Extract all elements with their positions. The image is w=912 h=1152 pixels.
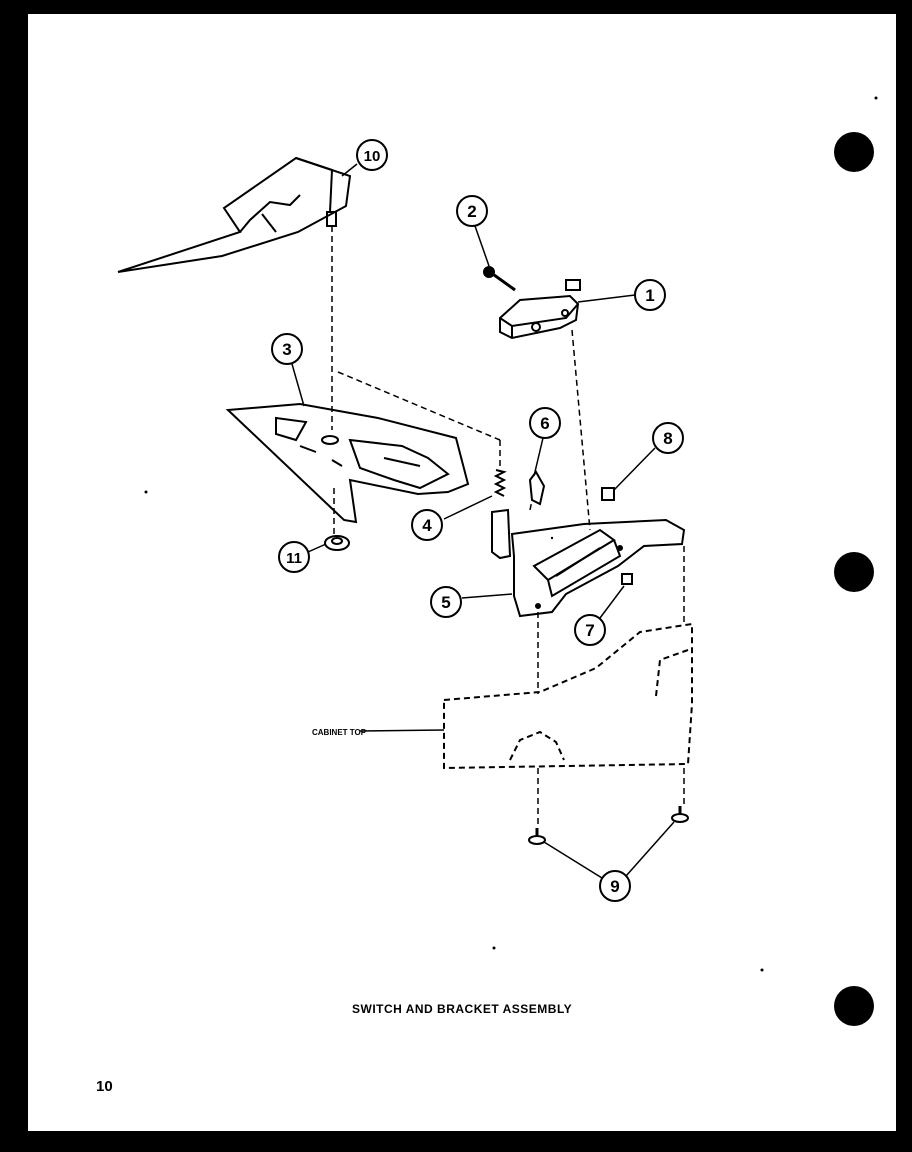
callout-circles [271,139,684,902]
part-11-nut [324,535,350,551]
leader-lines [291,163,675,879]
callout-3: 3 [282,340,291,359]
part-1-switch [499,279,581,340]
scan-specks [144,96,878,972]
part-4-spring [493,469,507,497]
part-10-lever [117,156,352,273]
callout-8: 8 [663,429,672,448]
part-6-clip [528,470,546,506]
callout-4: 4 [422,516,432,535]
callout-11: 11 [286,550,302,567]
callout-6: 6 [540,414,549,433]
page-number: 10 [96,1078,113,1095]
part-7-tab [621,573,633,585]
callout-7: 7 [585,621,594,640]
callout-9: 9 [610,877,619,896]
binder-hole [834,132,874,172]
callout-2: 2 [467,202,476,221]
part-3-bracket-plate [225,402,470,524]
diagram-caption: SWITCH AND BRACKET ASSEMBLY [352,1002,573,1016]
part-5-switch-bracket [491,508,686,618]
part-9-screws [528,806,689,845]
cabinet-top-label: CABINET TOP [312,728,367,737]
callout-5: 5 [441,593,450,612]
cabinet-top-outline [443,622,693,770]
part-8-square [601,487,615,501]
callout-1: 1 [645,286,654,305]
callout-10: 10 [364,148,381,165]
part-2-screw [483,266,516,292]
binder-hole [834,986,874,1026]
binder-hole [834,552,874,592]
alignment-lines [331,226,685,826]
